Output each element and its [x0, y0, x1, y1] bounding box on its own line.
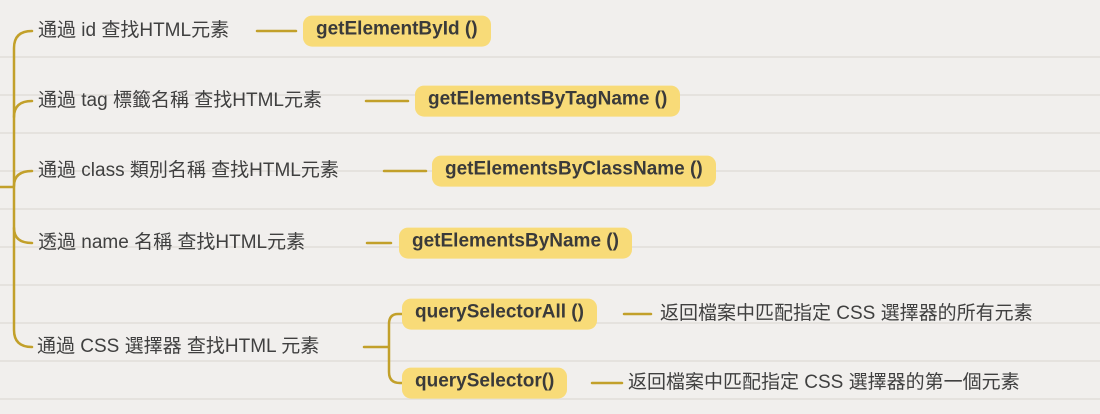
description-queryselectorall[interactable]: 返回檔案中匹配指定 CSS 選擇器的所有元素 — [660, 303, 1033, 325]
branch-label-by-id[interactable]: 通過 id 查找HTML元素 — [38, 20, 230, 42]
trunk-line — [0, 29, 34, 349]
method-node-queryselectorall[interactable]: querySelectorAll () — [402, 298, 597, 330]
branch-curve-class — [12, 169, 34, 188]
method-node-getelementbyid[interactable]: getElementById () — [303, 15, 491, 47]
branch-label-by-tag[interactable]: 通過 tag 標籤名稱 查找HTML元素 — [38, 90, 322, 112]
branch-label-by-class[interactable]: 通過 class 類別名稱 查找HTML元素 — [38, 160, 339, 182]
branch-curve-name — [12, 226, 34, 245]
method-node-getelementsbyclassname[interactable]: getElementsByClassName () — [432, 155, 716, 187]
description-queryselector[interactable]: 返回檔案中匹配指定 CSS 選擇器的第一個元素 — [628, 372, 1020, 394]
branch-label-by-name[interactable]: 透過 name 名稱 查找HTML元素 — [38, 232, 306, 254]
method-node-queryselector[interactable]: querySelector() — [402, 367, 568, 399]
branch-curve-tag — [12, 99, 34, 119]
method-node-getelementsbyname[interactable]: getElementsByName () — [399, 227, 632, 259]
css-branch-bracket — [362, 312, 404, 385]
branch-label-by-css-selector[interactable]: 通過 CSS 選擇器 查找HTML 元素 — [37, 336, 320, 358]
method-node-getelementsbytagname[interactable]: getElementsByTagName () — [415, 85, 681, 117]
